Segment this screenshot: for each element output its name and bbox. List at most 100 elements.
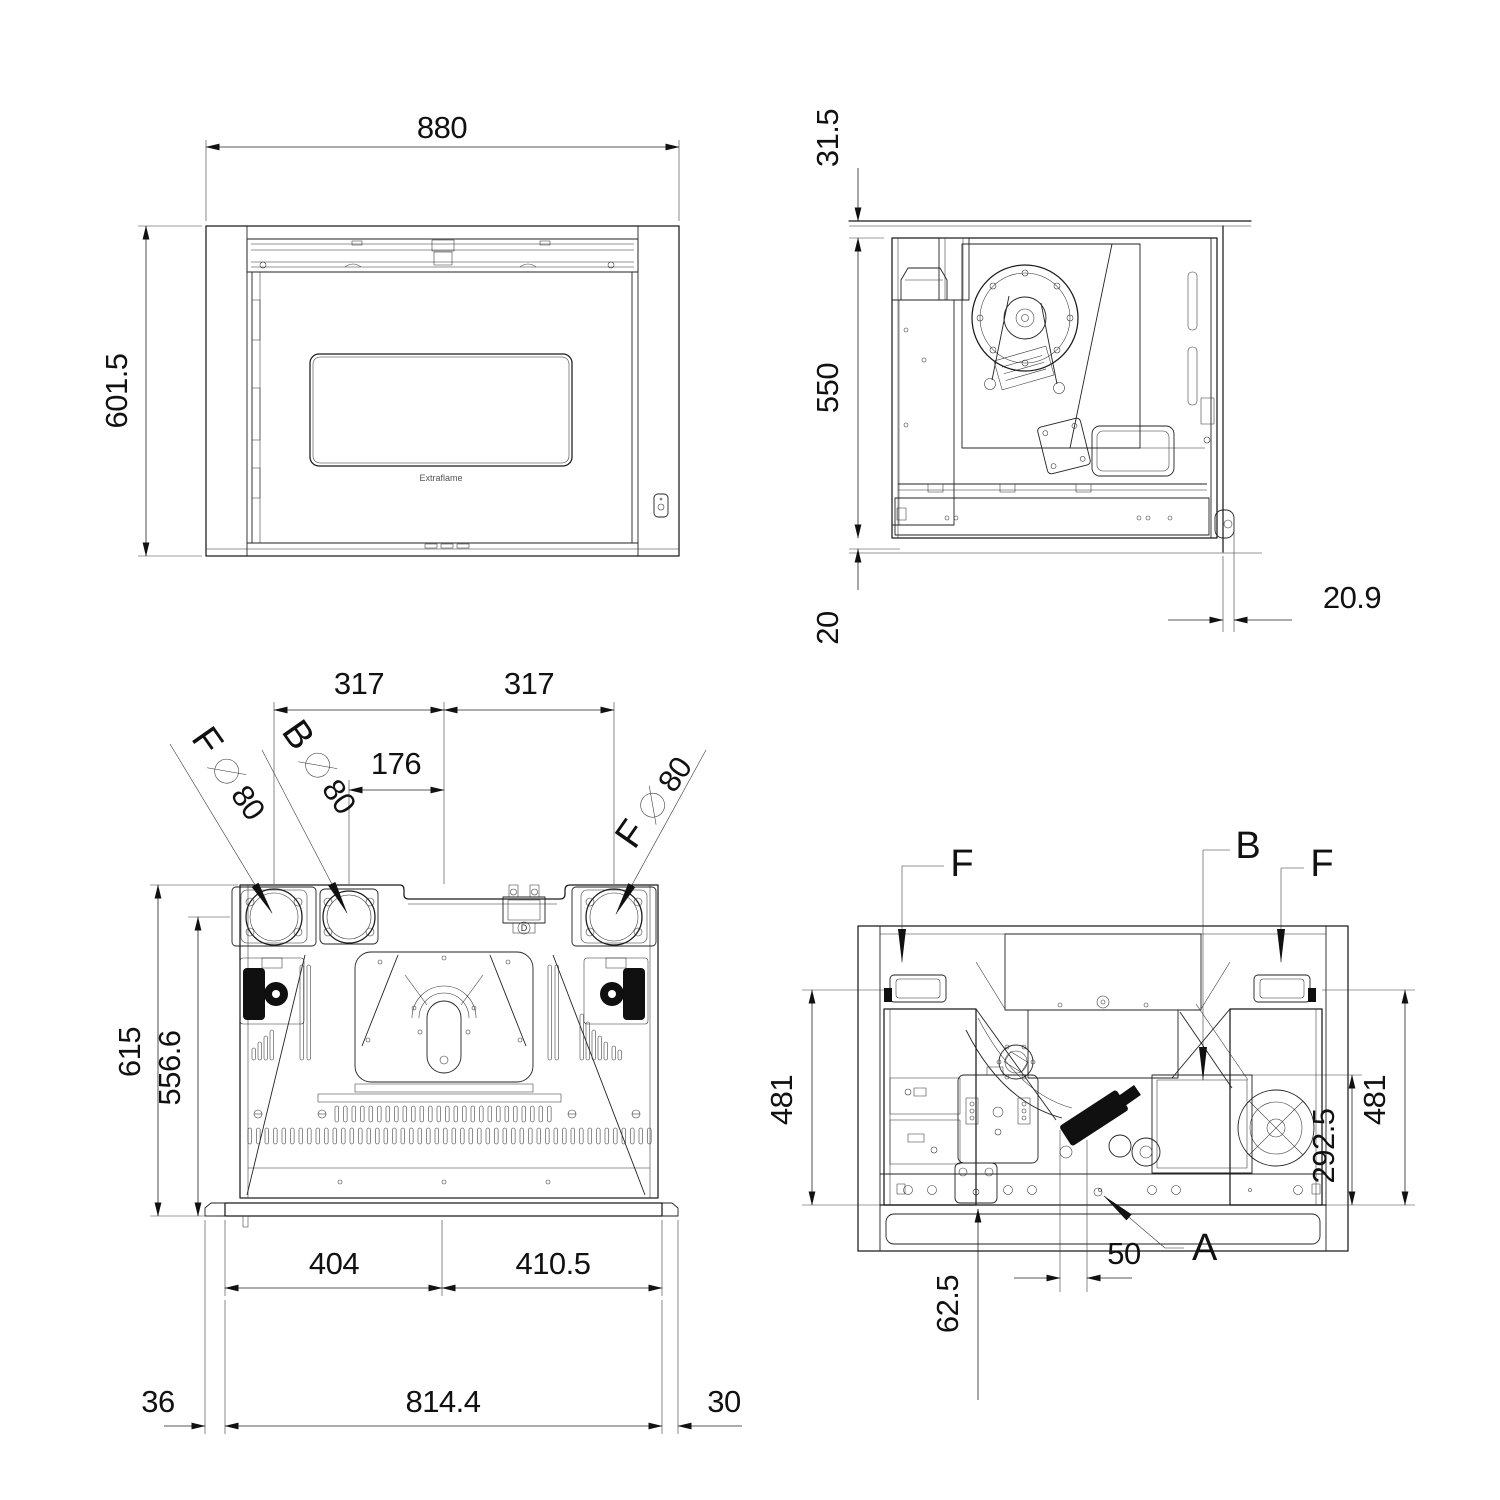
rear-dim-base-width: 36 814.4 30 <box>141 1220 742 1434</box>
rear-label-f-right: F 80 <box>607 749 707 915</box>
diameter-icon <box>298 752 338 778</box>
rear-view-body: D <box>204 884 679 1228</box>
plan-right-chute <box>1151 1003 1253 1174</box>
rear-dim-total-height: 615 <box>112 884 238 1217</box>
dim-span-right: 317 <box>504 666 554 701</box>
plan-label-f-left: F <box>898 843 974 963</box>
dim-span-left: 317 <box>334 666 384 701</box>
plan-dim-bracket-offset: 62.5 <box>930 1208 982 1400</box>
dim-base-left: 404 <box>309 1246 359 1281</box>
vent-cluster-right <box>579 1013 622 1061</box>
dim-base-right: 410.5 <box>515 1246 590 1281</box>
plan-label-b: B <box>1199 825 1261 1081</box>
dim-bracket-offset: 62.5 <box>930 1275 965 1333</box>
front-door: Extraflame <box>251 271 633 544</box>
port-diameter: 80 <box>651 750 699 798</box>
port-letter: B <box>273 713 322 758</box>
plan-view: F B F A 481 481 <box>764 825 1415 1400</box>
plan-fan-right <box>1237 1089 1315 1167</box>
dim-total-height: 615 <box>112 1027 147 1077</box>
port-letter: F <box>183 720 231 763</box>
label-a: A <box>1192 1227 1218 1269</box>
plan-front-band <box>879 1173 1327 1245</box>
dim-depth-right: 481 <box>1357 1075 1392 1125</box>
front-top-band <box>246 238 639 273</box>
side-view-body <box>848 220 1262 554</box>
plan-label-f-right: F <box>1277 843 1334 963</box>
brand-logo: Extraflame <box>419 473 462 483</box>
plan-bottom-bracket <box>954 1162 998 1204</box>
side-dim-overhang: 20.9 <box>1168 530 1382 632</box>
plan-door-front <box>885 1213 1321 1245</box>
side-dim-bottom: 20 <box>810 548 900 645</box>
dim-side-overhang: 20.9 <box>1323 580 1381 615</box>
side-view: 31.5 550 20 20.9 <box>810 109 1382 645</box>
rear-base <box>204 1197 679 1228</box>
plan-auger-cluster <box>1059 1085 1161 1197</box>
dim-b-offset: 176 <box>371 746 421 781</box>
label-f-right: F <box>1310 843 1333 885</box>
junction-label: D <box>521 923 528 933</box>
dim-foot-left: 36 <box>141 1384 174 1419</box>
plan-right-box <box>1151 1074 1253 1174</box>
label-b: B <box>1235 825 1260 867</box>
plan-tower-left <box>883 974 977 1206</box>
front-glass <box>309 353 573 467</box>
plan-hopper <box>975 933 1231 1079</box>
vent-row-upper <box>334 1105 552 1123</box>
rear-dim-base-halves: 404 410.5 <box>224 1220 663 1296</box>
rear-view: D <box>112 666 742 1434</box>
side-back-box <box>891 299 955 526</box>
port-diameter: 80 <box>224 779 272 827</box>
plan-dim-depth-right: 481 <box>1322 989 1415 1206</box>
vent-row-lower <box>247 1127 652 1145</box>
side-dim-height: 550 <box>810 237 862 539</box>
rear-motor-left <box>239 957 305 1025</box>
dim-base-width: 814.4 <box>405 1384 480 1419</box>
side-blower <box>961 243 1141 449</box>
plan-left-duct <box>965 1008 1073 1121</box>
tilted-plate <box>1037 417 1091 475</box>
diameter-icon <box>640 785 665 825</box>
dim-side-top: 31.5 <box>810 109 845 167</box>
motor-plate <box>993 345 1055 391</box>
fan-bolts <box>976 269 1074 367</box>
plan-bracket-plate <box>957 1066 1039 1164</box>
dim-foot-right: 30 <box>707 1384 741 1419</box>
rear-motor-right <box>583 957 649 1025</box>
vent-pair-right <box>547 964 559 1061</box>
chute-diagonal <box>1069 243 1113 449</box>
rear-screws <box>248 1109 650 1185</box>
port-letter: F <box>607 813 655 856</box>
diameter-icon <box>207 758 247 784</box>
rear-junction-box: D <box>502 884 546 935</box>
dim-front-width: 880 <box>417 110 467 145</box>
plan-label-a: A <box>1103 1195 1218 1269</box>
vent-cluster-left <box>251 1029 274 1061</box>
dim-side-height: 550 <box>810 363 845 413</box>
dim-inner-depth: 292.5 <box>1306 1108 1341 1183</box>
front-dim-height: 601.5 <box>99 225 202 557</box>
plan-dim-depth-left: 481 <box>764 989 884 1206</box>
side-flue <box>900 237 970 301</box>
rear-dim-b-offset: 176 <box>348 746 445 884</box>
rear-central-plate <box>317 951 562 1103</box>
rear-port-f-right <box>571 886 657 947</box>
plan-dim-inner-depth: 292.5 <box>1252 1074 1362 1206</box>
front-view: Extraflame 880 <box>99 110 680 557</box>
vent-pair-left <box>299 964 311 1061</box>
plan-view-body <box>857 925 1349 1252</box>
plate-screws <box>365 955 523 1043</box>
dim-a-offset: 50 <box>1107 1236 1141 1271</box>
power-button <box>653 493 669 518</box>
plan-dim-a-offset: 50 <box>1014 1130 1141 1292</box>
rear-dim-axis-height: 556.6 <box>152 916 230 1217</box>
front-dim-width: 880 <box>205 110 680 221</box>
side-door-edge <box>1187 225 1235 553</box>
dim-front-height: 601.5 <box>99 353 134 428</box>
front-bottom <box>206 542 679 550</box>
rear-label-b: B 80 <box>261 713 363 914</box>
rear-port-f-left <box>231 886 317 947</box>
